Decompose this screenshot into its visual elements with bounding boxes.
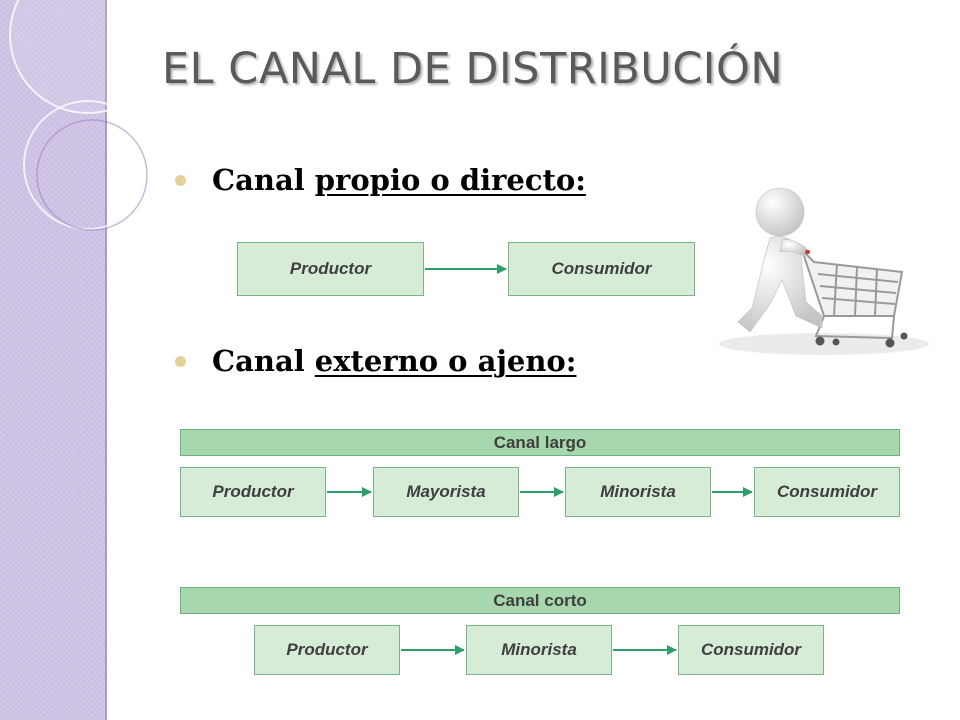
slide-title: EL CANAL DE DISTRIBUCIÓN: [162, 44, 783, 94]
short-node-productor: Productor: [254, 625, 400, 675]
person-pushing-shopping-cart-icon: [719, 187, 929, 355]
bullet-prefix: Canal: [212, 344, 305, 378]
short-node-consumidor: Consumidor: [678, 625, 824, 675]
bullet-prefix: Canal: [212, 163, 305, 197]
bullet-external-channel: Canal externo o ajeno:: [175, 344, 576, 378]
long-node-productor: Productor: [180, 467, 326, 517]
bullet-underlined-text: externo o ajeno:: [314, 344, 577, 378]
long-node-consumidor: Consumidor: [754, 467, 900, 517]
direct-node-productor: Productor: [237, 242, 424, 296]
long-channel-title-bar: Canal largo: [180, 429, 900, 456]
decorative-circles-icon: [9, 0, 167, 231]
direct-node-consumidor: Consumidor: [508, 242, 695, 296]
bullet-direct-channel: Canal propio o directo:: [175, 163, 586, 197]
short-node-minorista: Minorista: [466, 625, 612, 675]
long-node-minorista: Minorista: [565, 467, 711, 517]
long-node-mayorista: Mayorista: [373, 467, 519, 517]
bullet-dot-icon: [175, 174, 186, 186]
bullet-underlined-text: propio o directo:: [314, 163, 586, 197]
bullet-dot-icon: [175, 355, 186, 367]
short-channel-title-bar: Canal corto: [180, 587, 900, 614]
